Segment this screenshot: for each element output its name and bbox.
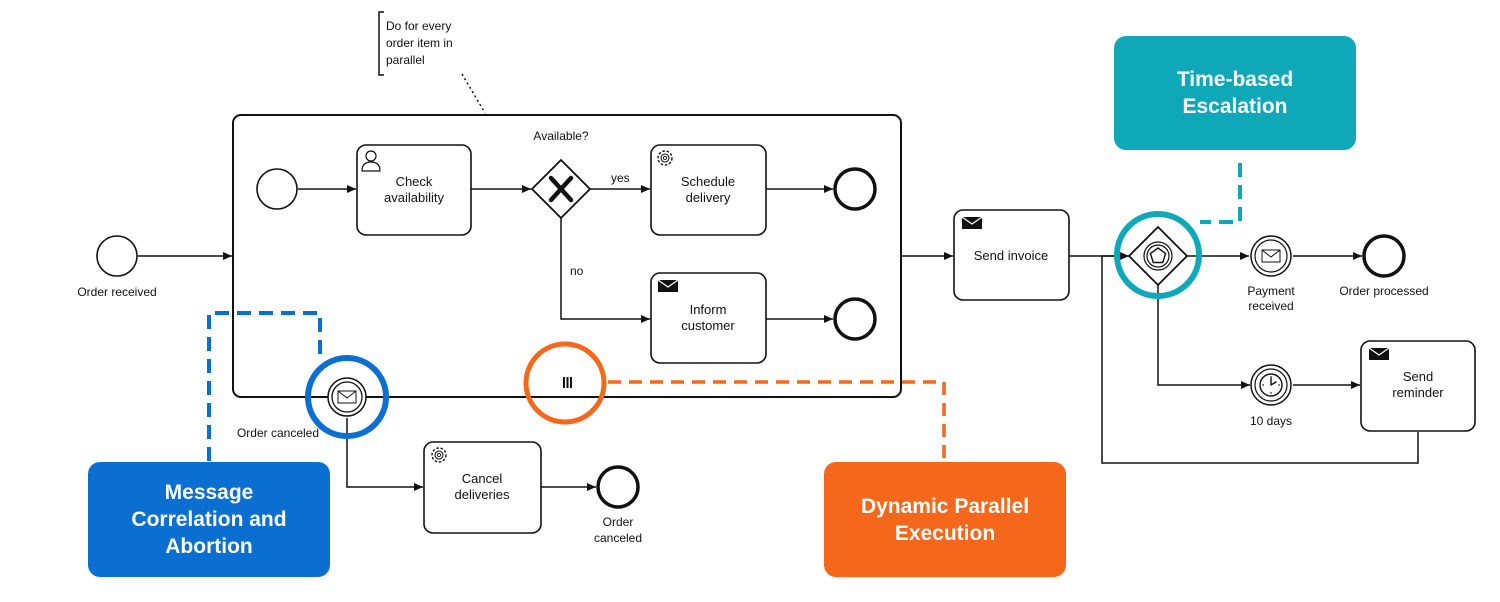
annotation-line-1: Do for every	[386, 19, 451, 33]
task-check-availability-line-2: availability	[384, 190, 444, 205]
end-event-order-canceled[interactable]	[596, 465, 640, 509]
order-canceled-boundary-label: Order canceled	[237, 426, 319, 440]
task-inform-customer-line-2: customer	[681, 318, 735, 333]
payment-received-line-1: Payment	[1247, 284, 1295, 298]
task-send-reminder-line-2: reminder	[1392, 385, 1444, 400]
gateway-no-label: no	[570, 264, 584, 278]
subprocess-start-event[interactable]	[256, 168, 298, 210]
task-cancel-deliveries-line-1: Cancel	[462, 471, 503, 486]
task-schedule-delivery-line-2: delivery	[686, 190, 731, 205]
callout-parallel-text: Dynamic Parallel Execution	[860, 494, 1030, 545]
task-inform-customer-line-1: Inform	[690, 302, 727, 317]
message-boundary-event[interactable]	[327, 377, 367, 417]
envelope-icon	[337, 390, 357, 404]
parallel-subprocess[interactable]	[232, 114, 902, 398]
task-send-reminder[interactable]: Send reminder	[1360, 340, 1476, 432]
message-highlight-ring	[305, 355, 389, 439]
task-schedule-delivery-line-1: Schedule	[681, 174, 735, 189]
message-callout-connector	[207, 311, 322, 461]
flow-eventgw-to-timer	[1157, 285, 1250, 389]
multi-instance-marker	[563, 377, 572, 388]
gateway-question: Available?	[533, 129, 588, 143]
send-message-icon	[961, 216, 983, 230]
parallel-callout-connector	[608, 380, 946, 462]
callout-dynamic-parallel: Dynamic Parallel Execution	[824, 462, 1066, 577]
escalation-callout-connector	[1200, 163, 1242, 224]
clock-icon	[1259, 373, 1283, 397]
order-canceled-end-line-2: canceled	[594, 531, 642, 545]
timer-catch-event[interactable]	[1250, 364, 1292, 406]
end-event-scheduled[interactable]	[833, 167, 877, 211]
send-message-icon	[1368, 347, 1390, 361]
exclusive-gateway[interactable]	[530, 158, 592, 220]
flow-gateway-no	[560, 218, 650, 323]
envelope-icon	[1261, 249, 1281, 263]
escalation-highlight-ring	[1114, 211, 1202, 299]
message-catch-event-payment[interactable]	[1250, 235, 1292, 277]
task-cancel-deliveries-line-2: deliveries	[455, 487, 510, 502]
start-event-order-received[interactable]	[96, 235, 138, 277]
end-event-order-processed[interactable]	[1362, 234, 1406, 278]
task-schedule-delivery[interactable]: Schedule delivery	[650, 144, 767, 236]
task-check-availability[interactable]: Check availability	[356, 144, 472, 236]
user-icon	[361, 150, 381, 172]
callout-escalation-text: Time-based Escalation	[1176, 68, 1294, 118]
timer-label: 10 days	[1250, 414, 1292, 428]
callout-message-correlation: Message Correlation and Abortion	[88, 462, 330, 577]
task-cancel-deliveries[interactable]: Cancel deliveries	[423, 441, 542, 534]
sequence-flows	[138, 185, 1419, 491]
text-annotation: Do for every order item in parallel	[378, 11, 486, 114]
order-processed-label: Order processed	[1339, 284, 1428, 298]
flow-reminder-loop	[1101, 252, 1419, 464]
task-inform-customer[interactable]: Inform customer	[650, 272, 767, 364]
event-based-gateway[interactable]	[1127, 225, 1189, 287]
pentagon-icon	[1149, 247, 1167, 264]
task-send-invoice[interactable]: Send invoice	[953, 209, 1070, 301]
task-check-availability-line-1: Check	[396, 174, 433, 189]
callout-time-based-escalation: Time-based Escalation	[1114, 36, 1356, 150]
send-message-icon	[657, 279, 679, 293]
callout-message-text: Message Correlation and Abortion	[131, 481, 287, 558]
order-canceled-end-line-1: Order	[603, 515, 634, 529]
task-send-invoice-line-1: Send invoice	[974, 248, 1048, 263]
annotation-line-2: order item in	[386, 36, 453, 50]
parallel-highlight-ring	[523, 341, 607, 425]
end-event-informed[interactable]	[833, 297, 877, 341]
callout-connectors	[207, 163, 1242, 462]
order-received-label: Order received	[77, 285, 156, 299]
payment-received-line-2: received	[1248, 299, 1293, 313]
flow-boundary-to-cancel	[346, 418, 423, 491]
task-send-reminder-line-1: Send	[1403, 369, 1433, 384]
gateway-yes-label: yes	[611, 171, 630, 185]
annotation-line-3: parallel	[386, 53, 425, 67]
